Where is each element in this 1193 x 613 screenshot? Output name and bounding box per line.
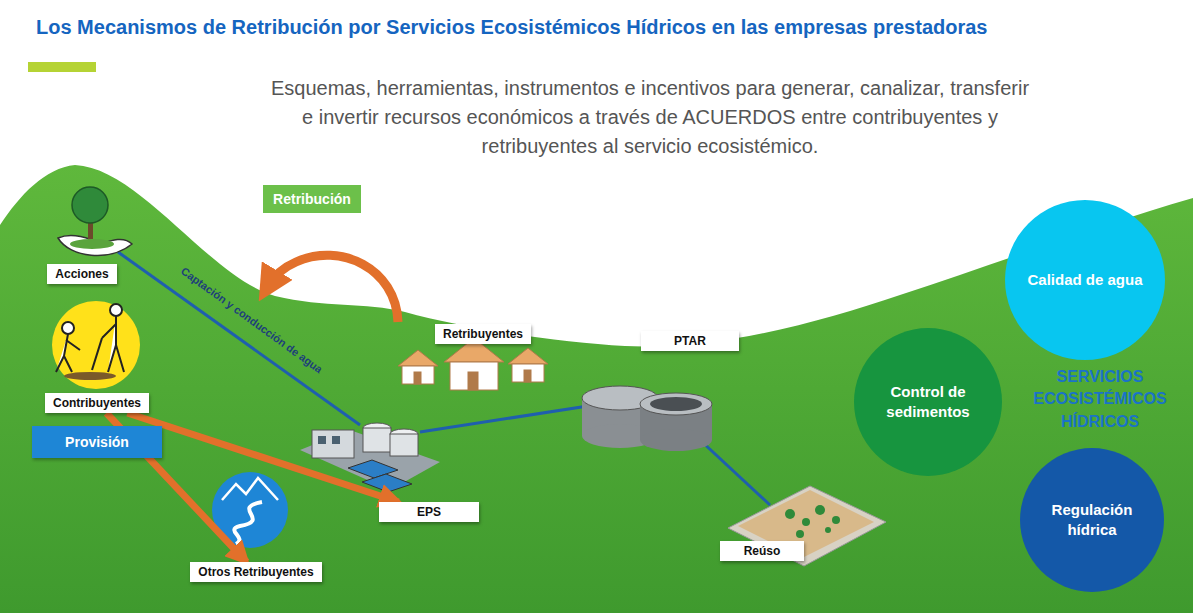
services-heading: SERVICIOS ECOSISTÉMICOS HÍDRICOS (1030, 366, 1170, 433)
wastewater-tanks (582, 386, 712, 451)
label-tag: Otros Retribuyentes (190, 562, 321, 582)
node-text: Otros Retribuyentes (198, 565, 313, 579)
label-text: SERVICIOS ECOSISTÉMICOS HÍDRICOS (1030, 366, 1170, 433)
accent-bar (28, 62, 96, 72)
houses (398, 338, 548, 390)
label-tag: Contribuyentes (45, 393, 149, 413)
retribution-arrow (268, 255, 398, 322)
flow-arrow (127, 413, 398, 502)
retribution-box: Retribución (263, 185, 361, 213)
label-tag: Acciones (47, 264, 116, 284)
service-circle: Control de sedimentos (854, 328, 1002, 476)
node-text: Calidad de agua (1027, 270, 1142, 290)
title: Los Mecanismos de Retribución por Servic… (36, 16, 987, 39)
node-text: Acciones (55, 267, 108, 281)
node-text: Reúso (744, 544, 781, 558)
label-tag: Retribuyentes (435, 324, 531, 344)
provision-box: Provisión (32, 426, 162, 458)
label-tag: EPS (379, 502, 479, 522)
node-text: Control de sedimentos (864, 382, 992, 423)
node-text: Retribuyentes (443, 327, 523, 341)
service-circle: Regulación hídrica (1020, 448, 1164, 592)
treatment-plant (300, 423, 440, 492)
label-tag: Reúso (720, 541, 804, 561)
contributors-icon (52, 301, 140, 389)
service-circle: Calidad de agua (1005, 200, 1165, 360)
hill (0, 165, 1193, 613)
description-text: Esquemas, herramientas, instrumentos e i… (265, 74, 1035, 161)
label-text: Esquemas, herramientas, instrumentos e i… (265, 74, 1035, 161)
node-text: Retribución (273, 191, 351, 207)
node-text: Contribuyentes (53, 396, 141, 410)
node-text: Regulación hídrica (1030, 500, 1154, 541)
actions-icon (58, 187, 132, 255)
node-text: EPS (417, 505, 441, 519)
pipes (118, 252, 770, 505)
node-text: PTAR (674, 334, 706, 348)
reuse-field (728, 486, 886, 566)
label-tag: PTAR (641, 331, 739, 351)
node-text: Provisión (65, 434, 129, 450)
